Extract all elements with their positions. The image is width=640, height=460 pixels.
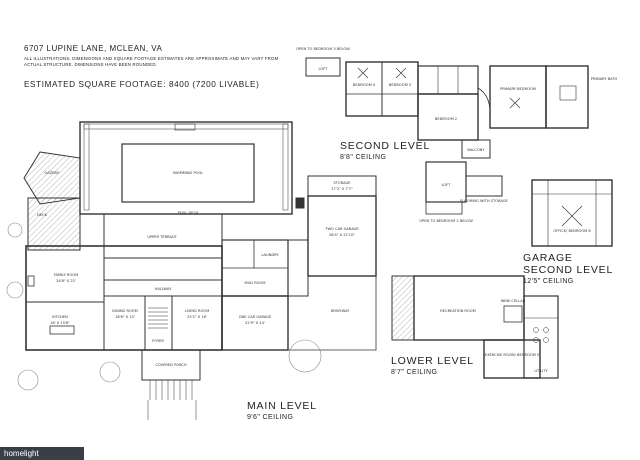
- label-swimming-pool: SWIMMING POOL: [173, 171, 204, 175]
- second-level-ceiling: 8'8" CEILING: [340, 154, 387, 161]
- label-living-room: LIVING ROOM: [185, 309, 209, 313]
- label-open-to-bedroom-below: OPEN TO BEDROOM 3 BELOW: [296, 47, 350, 51]
- label-bedroom-2: BEDROOM 2: [435, 117, 457, 121]
- square-footage: ESTIMATED SQUARE FOOTAGE: 8400 (7200 LIV…: [24, 80, 260, 89]
- label-storage-dim: 27'2" X 7'7": [331, 187, 353, 191]
- garage-second-level-title-2: SECOND LEVEL: [523, 264, 614, 276]
- label-covered-porch: COVERED PORCH: [155, 363, 187, 367]
- lower-level-ceiling: 8'7" CEILING: [391, 369, 438, 376]
- label-two-car-garage: TWO CAR GARAGE: [324, 227, 359, 231]
- disclaimer-text: ALL ILLUSTRATIONS, DIMENSIONS AND SQUARE…: [24, 56, 279, 67]
- label-loft-garage: LOFT: [442, 183, 452, 187]
- homelight-logo: homelight: [0, 447, 84, 460]
- main-level-plan: [6, 121, 377, 420]
- label-pool-deck: POOL DECK: [178, 211, 200, 215]
- label-one-car-garage: ONE CAR GARAGE: [239, 315, 272, 319]
- label-loft: LOFT: [319, 67, 329, 71]
- garage-second-level-ceiling: 12'5" CEILING: [523, 278, 574, 285]
- label-bedroom-3: BEDROOM 3: [389, 83, 411, 87]
- label-open-to-bedroom-2-below: OPEN TO BEDROOM 2 BELOW: [419, 219, 473, 223]
- label-wine-cellar: WINE CELLAR: [501, 299, 526, 303]
- label-bedroom-4: BEDROOM 4: [353, 83, 376, 87]
- label-foyer: FOYER: [152, 339, 164, 343]
- label-utility: UTILITY: [534, 369, 548, 373]
- swimming-pool-shape: [121, 143, 255, 203]
- label-kitchen: KITCHEN: [52, 315, 68, 319]
- label-exercise-room: EXERCISE ROOM/ BEDROOM 5: [485, 353, 539, 357]
- label-deck: DECK: [37, 213, 48, 217]
- label-family-room-dim: 24'8" X 22': [56, 279, 76, 283]
- garage-second-level-plan: [425, 161, 613, 247]
- label-driveway: DRIVEWAY: [331, 309, 351, 313]
- label-flooring-with-storage: FLOORING WITH STORAGE: [460, 199, 508, 203]
- label-recreation-room: RECREATION ROOM: [440, 309, 475, 313]
- property-address: 6707 LUPINE LANE, MCLEAN, VA: [24, 44, 163, 53]
- label-one-car-garage-dim: 22'9" X 14': [245, 321, 265, 325]
- label-dining-room-dim: 18'6" X 15': [115, 315, 135, 319]
- main-level-ceiling: 9'6" CEILING: [247, 414, 294, 421]
- label-upper-terrace: UPPER TERRACE: [147, 235, 177, 239]
- label-family-room: FAMILY ROOM: [54, 273, 78, 277]
- label-primary-bedroom: PRIMARY BEDROOM: [500, 87, 536, 91]
- label-mud-room: MUD ROOM: [245, 281, 266, 285]
- garage-second-level-title-1: GARAGE: [523, 252, 573, 264]
- label-storage: STORAGE: [333, 181, 351, 185]
- label-gazebo: GAZEBO: [44, 171, 59, 175]
- label-hallway: HALLWAY: [155, 287, 172, 291]
- label-dining-room: DINING ROOM: [112, 309, 137, 313]
- label-two-car-garage-dim: 28'4" X 22'10": [329, 233, 355, 237]
- room-labels: SWIMMING POOL POOL DECK GAZEBO DECK UPPE…: [37, 47, 617, 373]
- label-office-bedroom-6: OFFICE/ BEDROOM 6: [553, 229, 591, 233]
- label-primary-bath: PRIMARY BATH: [591, 77, 618, 81]
- label-balcony: BALCONY: [467, 148, 485, 152]
- second-level-title: SECOND LEVEL: [340, 140, 431, 152]
- label-kitchen-dim: 18' X 15'8": [50, 321, 70, 325]
- lower-level-plan: [391, 275, 559, 379]
- label-laundry: LAUNDRY: [261, 253, 279, 257]
- second-level-plan: [305, 57, 589, 159]
- main-level-title: MAIN LEVEL: [247, 400, 317, 412]
- label-living-room-dim: 25'2" X 16': [187, 315, 207, 319]
- lower-level-title: LOWER LEVEL: [391, 355, 474, 367]
